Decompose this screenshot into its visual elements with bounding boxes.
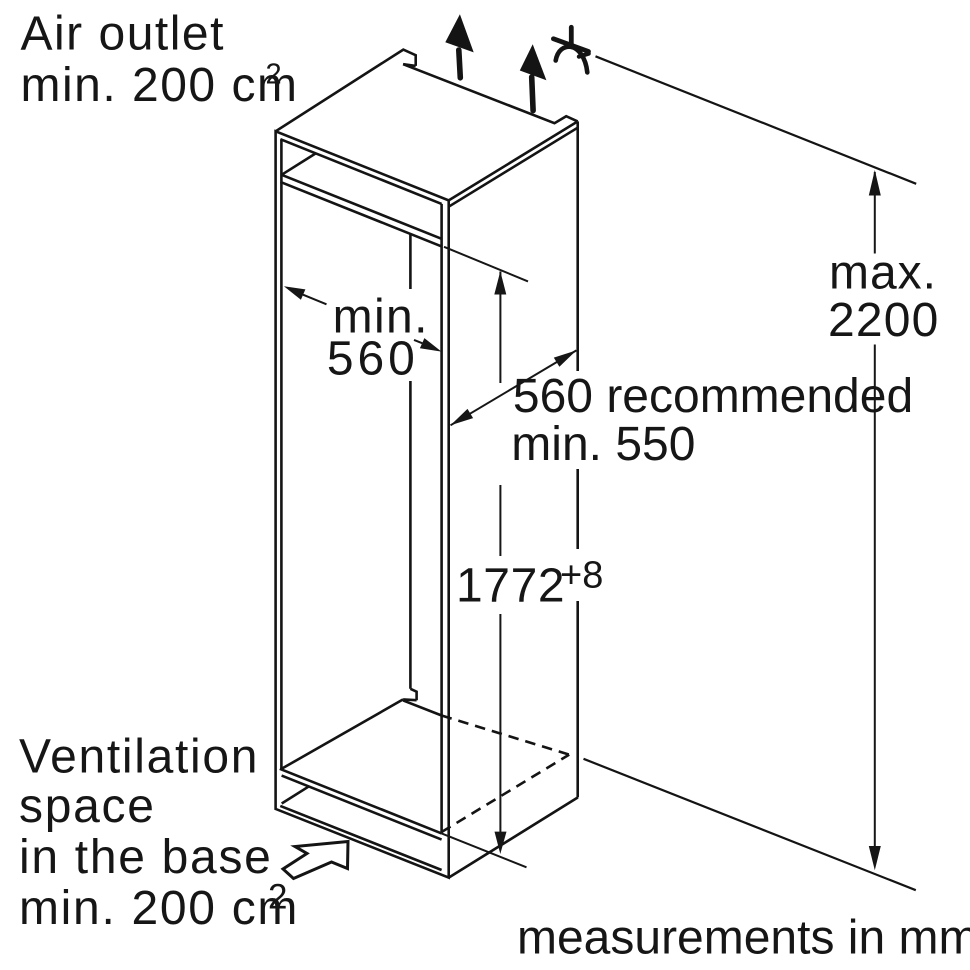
svg-text:in the base: in the base [19,831,273,884]
svg-text:Air outlet: Air outlet [21,8,225,61]
svg-text:560 recommended: 560 recommended [513,370,913,423]
svg-text:space: space [19,780,156,833]
svg-text:2200: 2200 [828,294,940,347]
svg-text:min. 200 cm: min. 200 cm [19,882,299,935]
svg-text:2: 2 [266,58,282,90]
svg-text:min. 200 cm: min. 200 cm [21,59,299,112]
svg-text:Ventilation: Ventilation [19,731,259,784]
svg-text:1772: 1772 [456,560,565,613]
svg-text:max.: max. [829,247,937,300]
svg-text:+8: +8 [560,555,603,597]
svg-text:2: 2 [268,878,287,917]
svg-text:min.: min. [333,291,429,344]
svg-text:min. 550: min. 550 [511,418,695,471]
svg-text:measurements in mm: measurements in mm [517,911,970,964]
svg-text:560: 560 [327,333,419,386]
